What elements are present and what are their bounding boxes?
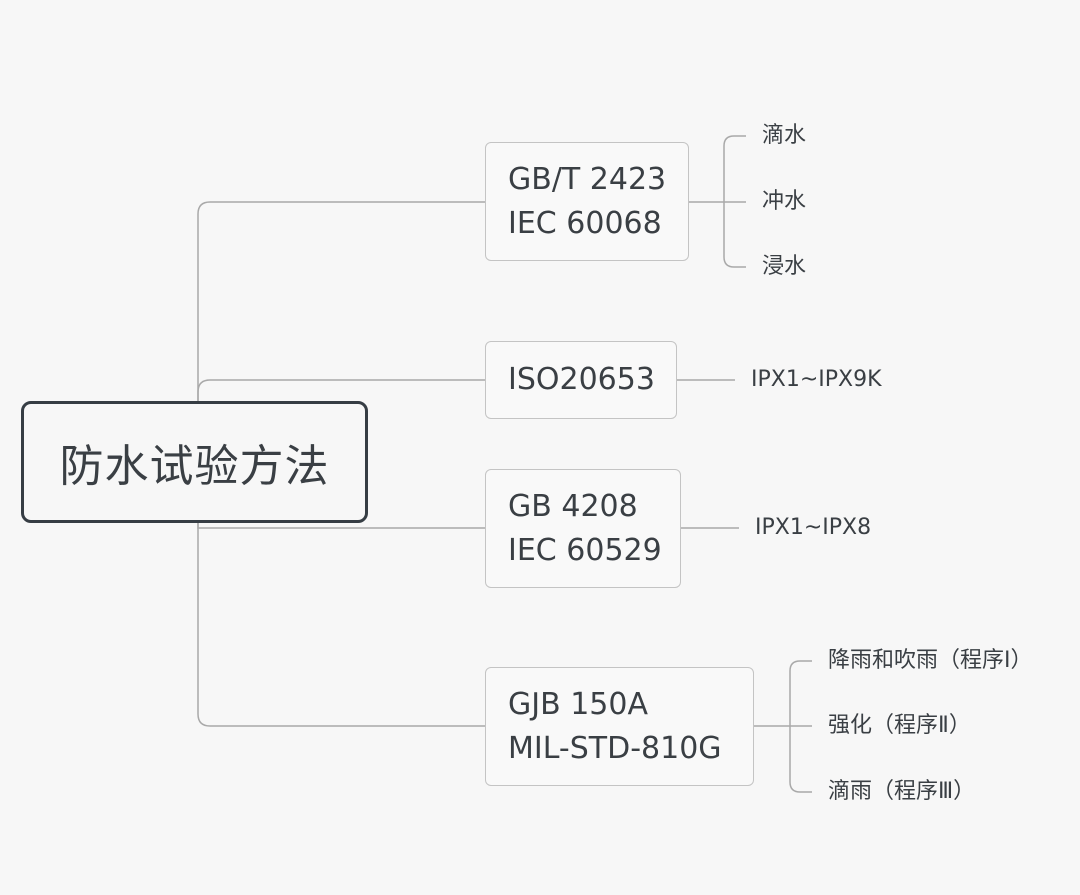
standard-line: ISO20653 [508, 362, 655, 397]
connector-root-branch-1 [197, 201, 486, 401]
leaf-item[interactable]: 降雨和吹雨（程序Ⅰ） [828, 648, 1033, 673]
leaf-item[interactable]: 滴雨（程序Ⅲ） [828, 779, 976, 804]
leaf-item[interactable]: 滴水 [762, 123, 807, 148]
standard-line: GJB 150A [508, 686, 648, 722]
leaf-item[interactable]: 强化（程序Ⅱ） [828, 713, 971, 738]
root-label: 防水试验方法 [59, 441, 330, 492]
connector-root-branch-4 [197, 523, 486, 727]
leaf-item[interactable]: 冲水 [762, 189, 807, 214]
connector-branch-1-leaves [689, 135, 746, 268]
standard-node-gbt2423[interactable]: GB/T 2423 IEC 60068 [485, 142, 689, 261]
standard-node-gb4208[interactable]: GB 4208 IEC 60529 [485, 469, 681, 588]
standard-line: IEC 60529 [508, 532, 662, 568]
standard-line: IEC 60068 [508, 205, 662, 241]
leaf-item[interactable]: IPX1~IPX9K [751, 367, 882, 392]
standard-line: MIL-STD-810G [508, 730, 722, 766]
root-node[interactable]: 防水试验方法 [21, 401, 368, 523]
standard-line: GB/T 2423 [508, 161, 667, 197]
standard-node-iso20653[interactable]: ISO20653 [485, 341, 677, 419]
connector-root-branch-3 [197, 523, 486, 529]
connector-root-branch-2 [197, 379, 486, 401]
leaf-item[interactable]: IPX1~IPX8 [755, 515, 872, 540]
connector-branch-4-leaves [754, 660, 812, 793]
standard-line: GB 4208 [508, 488, 638, 524]
standard-node-gjb150a[interactable]: GJB 150A MIL-STD-810G [485, 667, 754, 786]
leaf-item[interactable]: 浸水 [762, 254, 807, 279]
